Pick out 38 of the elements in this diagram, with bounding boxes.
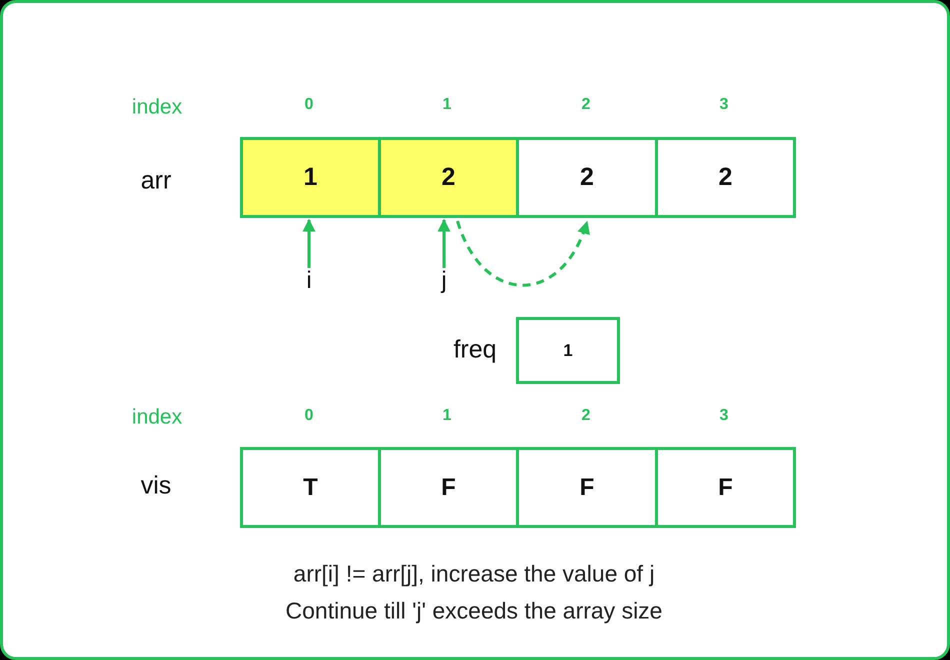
array-cell <box>378 447 519 528</box>
index-number: 2 <box>582 97 590 113</box>
cell-value: T <box>303 476 318 500</box>
array-cell <box>655 447 796 528</box>
cell-value: 2 <box>718 165 732 190</box>
array-cell <box>516 137 658 218</box>
counter-box <box>516 317 620 384</box>
note-text: arr[i] != arr[j], increase the value of j <box>293 562 655 586</box>
variable-label: freq <box>453 338 497 362</box>
array-cell <box>655 137 796 218</box>
arrow <box>302 218 316 268</box>
index-number: 0 <box>304 408 314 424</box>
cell-value: F <box>580 476 594 500</box>
index-label: index <box>132 96 182 118</box>
index-number: 1 <box>442 97 452 113</box>
array-cell <box>378 137 519 218</box>
index-number: 3 <box>720 408 728 424</box>
cell-value: F <box>718 476 733 500</box>
array-cell <box>240 447 381 528</box>
cell-value: 2 <box>442 165 456 190</box>
index-number: 1 <box>442 408 452 424</box>
cell-value: F <box>441 476 456 500</box>
counter-value: 1 <box>563 342 573 359</box>
arrow <box>438 218 450 268</box>
cell-value: 2 <box>580 165 594 190</box>
curved-arrow <box>456 220 589 287</box>
array-cell <box>516 447 658 528</box>
index-label: index <box>132 406 182 428</box>
note-text: Continue till 'j' exceeds the array size <box>286 600 662 622</box>
index-number: 2 <box>582 408 590 424</box>
array-name: arr <box>140 168 172 194</box>
cell-value: 1 <box>304 165 318 190</box>
array-cell <box>240 137 381 218</box>
pointer-label: j <box>441 269 447 293</box>
index-number: 0 <box>304 97 314 113</box>
index-number: 3 <box>720 97 728 113</box>
pointer-label: i <box>306 269 312 293</box>
array-name: vis <box>140 474 172 498</box>
